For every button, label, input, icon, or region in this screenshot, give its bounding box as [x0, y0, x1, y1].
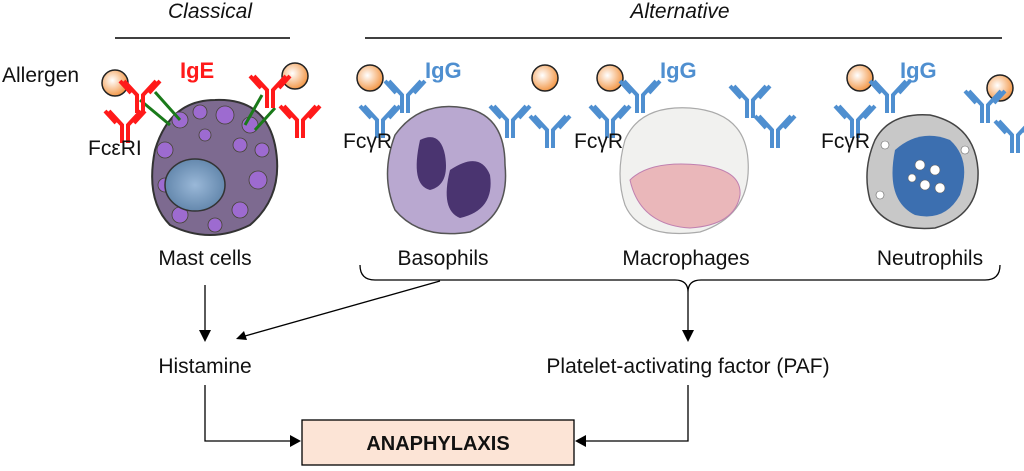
allergen-icon [356, 64, 384, 92]
fcgr-label: FcγR [821, 130, 870, 153]
arrows [204, 280, 689, 442]
allergen-icon [986, 74, 1014, 102]
cell-label-neutrophils: Neutrophils [877, 247, 983, 270]
igg-antibody-icon [383, 79, 427, 115]
igg-antibody-icon [528, 114, 572, 150]
igg-label: IgG [900, 58, 937, 83]
cell-label-basophils: Basophils [397, 247, 488, 270]
arrowheads [199, 330, 694, 447]
cell-label-mast-cells: Mast cells [158, 247, 251, 270]
cell-label-macrophages: Macrophages [622, 247, 749, 270]
basophil-illustration [386, 105, 507, 235]
macrophage-illustration [619, 107, 749, 235]
igg-label: IgG [660, 58, 697, 83]
igg-antibody-icon [963, 89, 1007, 125]
ige-antibody-icon [118, 79, 162, 115]
fcgr-label: FcγR [574, 130, 623, 153]
nucleus [164, 158, 226, 212]
allergen-label: Allergen [2, 64, 79, 87]
fcgr-label: FcγR [343, 130, 392, 153]
anaphylaxis-label: ANAPHYLAXIS [366, 433, 509, 455]
igg-antibody-icon [993, 119, 1024, 155]
classical-header: Classical [168, 0, 253, 23]
histamine-label: Histamine [158, 355, 251, 378]
anaphylaxis-box [301, 419, 575, 466]
allergen-icon [596, 64, 624, 92]
alternative-header: Alternative [628, 0, 729, 23]
igg-label: IgG [425, 58, 462, 83]
igg-antibody-icon [753, 114, 797, 150]
neutrophil-illustration [866, 113, 979, 230]
igg-antibody-icon [868, 79, 912, 115]
ige-label: IgE [180, 58, 214, 83]
paf-label: Platelet-activating factor (PAF) [546, 355, 829, 378]
igg-antibody-icon [728, 84, 772, 120]
mast-cell-illustration [151, 98, 279, 236]
ige-antibody-icon [278, 104, 322, 140]
allergen-icon [531, 64, 559, 92]
fceri-label: FcεRI [88, 137, 142, 160]
allergen-icon [281, 62, 309, 90]
allergen-icon [846, 64, 874, 92]
